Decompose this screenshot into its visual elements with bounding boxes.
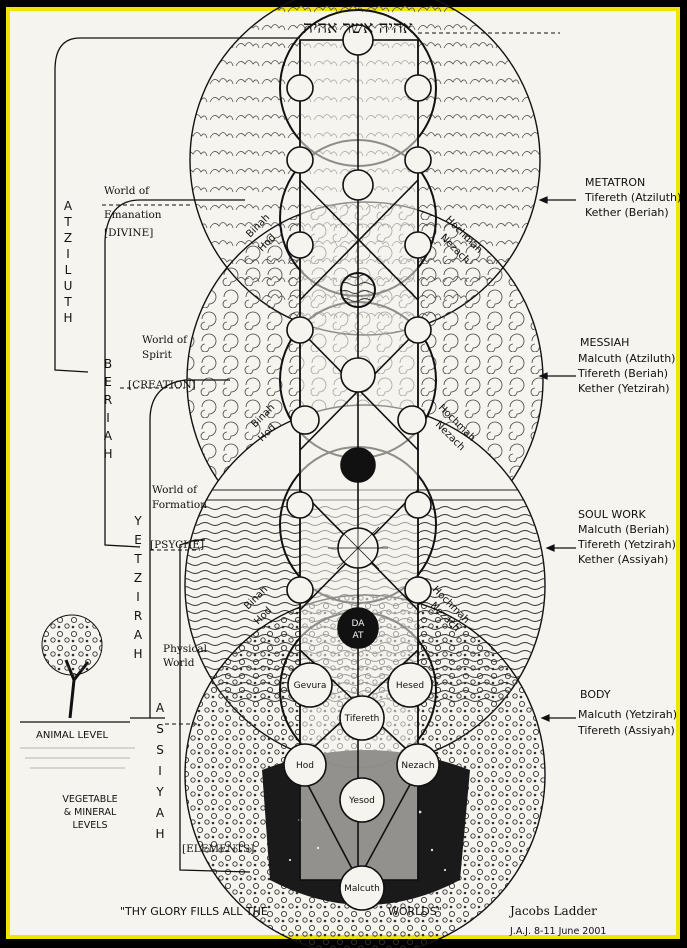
daat-bottom: AT (353, 631, 364, 641)
note-messiah-line1: Malcuth (Atziluth) (578, 352, 675, 365)
physical-label-2: World (163, 657, 195, 669)
note-soulwork-line1: Malcuth (Beriah) (578, 523, 669, 536)
animal-level-label: ANIMAL LEVEL (36, 730, 109, 741)
daat-top: DA (352, 619, 366, 629)
column-letter: A (156, 701, 165, 715)
emanation-label-2: Emanation (104, 209, 162, 221)
spirit-label-1: World of (142, 334, 188, 346)
hebrew-title: אהיה אשר אהיה (303, 18, 413, 38)
vegetable-label-2: & MINERAL (64, 807, 117, 818)
note-messiah-line3: Kether (Yetzirah) (578, 382, 670, 395)
horizon-lines (20, 748, 135, 768)
note-messiah-line2: Tifereth (Beriah) (577, 367, 668, 380)
level-labels: ANIMAL LEVEL VEGETABLE & MINERAL LEVELS (20, 730, 135, 831)
column-letter: I (66, 247, 70, 261)
column-letter: T (133, 552, 142, 566)
column-letter: Y (155, 785, 164, 799)
sun-rays (328, 518, 388, 578)
note-body-title: BODY (580, 688, 611, 701)
vegetable-label-1: VEGETABLE (62, 794, 117, 805)
column-letter: E (104, 375, 112, 389)
column-letter: L (65, 263, 72, 277)
note-soulwork-line2: Tifereth (Yetzirah) (577, 538, 676, 551)
yesod-label: Yesod (348, 796, 375, 806)
tree-illustration (20, 615, 130, 722)
gevura-label: Gevura (294, 681, 327, 691)
note-body-line2: Tifereth (Assiyah) (577, 724, 675, 737)
note-messiah-title: MESSIAH (580, 336, 629, 349)
psyche-label: [PSYCHE] (150, 539, 204, 551)
creation-label: [CREATION] (128, 379, 196, 391)
note-body-line1: Malcuth (Yetzirah) (578, 708, 677, 721)
column-letter: I (136, 590, 140, 604)
tifereth-label: Tifereth (344, 714, 380, 724)
column-letter: S (156, 722, 164, 736)
formation-label-1: World of (152, 484, 198, 496)
nezach-label-4: Nezach (401, 761, 434, 771)
column-letter: I (106, 411, 110, 425)
column-letter: U (64, 279, 73, 293)
column-letter: Z (64, 231, 72, 245)
column-letter: H (133, 647, 142, 661)
footer-quote: "THY GLORY FILLS ALL THE (120, 905, 268, 918)
right-notes: METATRON Tifereth (Atziluth) Kether (Ber… (577, 176, 681, 737)
column-letter: A (156, 806, 165, 820)
note-metatron-line1: Tifereth (Atziluth) (584, 191, 681, 204)
column-letter: B (104, 357, 112, 371)
column-letter: A (134, 628, 143, 642)
column-letter: Z (134, 571, 142, 585)
hesed-label: Hesed (396, 681, 424, 691)
column-letter: T (63, 295, 72, 309)
column-letter: A (104, 429, 113, 443)
column-letter: I (158, 764, 162, 778)
column-letter: H (155, 827, 164, 841)
column-letter: H (103, 447, 112, 461)
vegetable-label-3: LEVELS (72, 820, 107, 831)
footer-quote-end: WORLDS" (388, 905, 442, 918)
note-soulwork-line3: Kether (Assiyah) (578, 553, 668, 566)
emanation-label-1: World of (104, 185, 150, 197)
column-letter: E (134, 533, 142, 547)
note-metatron-title: METATRON (585, 176, 645, 189)
column-letter: Y (133, 514, 142, 528)
footer-title: Jacobs Ladder (508, 904, 597, 918)
column-letter: A (64, 199, 73, 213)
footer-credit: J.A.J. 8-11 June 2001 (509, 926, 606, 937)
spirit-label-2: Spirit (142, 349, 173, 361)
column-letter: H (63, 311, 72, 325)
physical-label-1: Physical (163, 643, 208, 655)
malcuth-label: Malcuth (344, 884, 380, 894)
column-letter: R (104, 393, 112, 407)
elements-label: [ELEMENTS] (182, 843, 254, 855)
column-letter: S (156, 743, 164, 757)
divine-label: [DIVINE] (104, 227, 153, 239)
formation-label-2: Formation (152, 499, 207, 511)
note-metatron-line2: Kether (Beriah) (585, 206, 669, 219)
column-letter: R (134, 609, 142, 623)
column-letter: T (63, 215, 72, 229)
right-arrows (540, 197, 576, 721)
note-soulwork-title: SOUL WORK (578, 508, 646, 521)
hod-label-4: Hod (296, 761, 314, 771)
